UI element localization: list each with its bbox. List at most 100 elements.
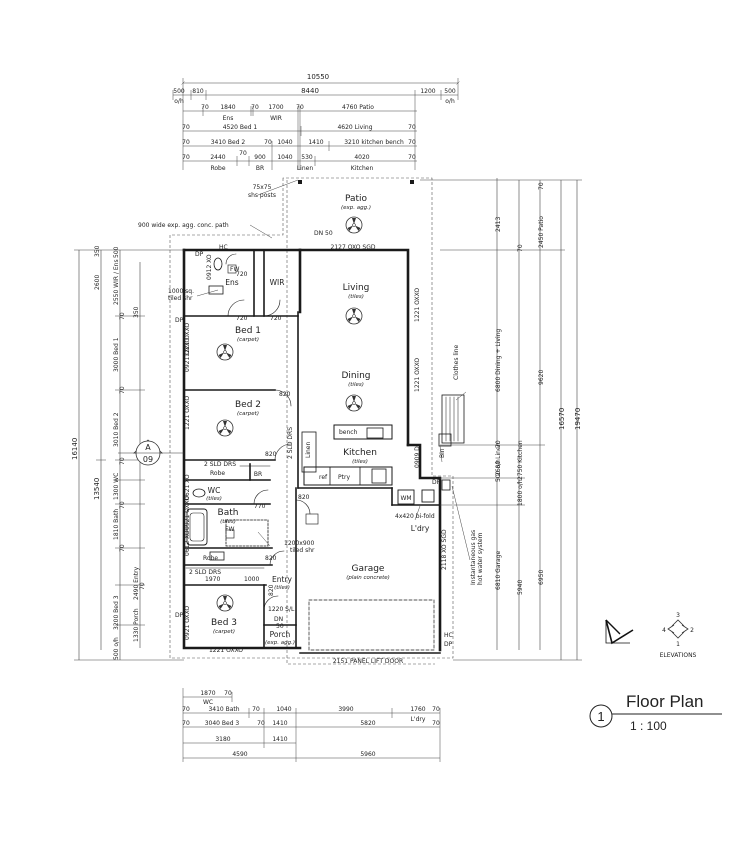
note-path: 900 wide exp. agg. conc. path <box>138 222 229 229</box>
dim: Ens <box>223 115 234 122</box>
room-porch: Porch <box>270 630 291 639</box>
dim: 1040 <box>276 706 291 713</box>
window-tag: 0612 XO <box>184 530 191 556</box>
dim: 70 <box>296 104 304 111</box>
room-sub: (exp. agg.) <box>265 640 295 646</box>
dim: 70 <box>139 582 146 590</box>
dim: 3410 Bath <box>208 706 239 713</box>
fridge-label: ref <box>319 474 328 481</box>
window-tag: 0921 OXXO <box>184 606 191 640</box>
elevations-label: ELEVATIONS <box>660 652 697 659</box>
dim: 8440 <box>301 87 319 95</box>
dim: 70 <box>182 124 190 131</box>
dim: 70 <box>224 690 232 697</box>
dim: 1410 <box>272 720 287 727</box>
dim: 5820 <box>360 720 375 727</box>
dim: 810 <box>192 88 204 95</box>
dim: 350 <box>133 306 140 318</box>
window-tag: 0921 OXXO <box>184 338 191 372</box>
room-dining: Dining <box>341 371 370 381</box>
window-tags: 1221 OXXO 1221 OXXO 0909 D 1221 OXXO 122… <box>184 254 448 654</box>
dim: 70 <box>252 706 260 713</box>
bottom-dimension-text: 1870 70 WC 70 3410 Bath 70 1040 3990 176… <box>182 690 440 758</box>
dim: 2680 Linen <box>495 442 502 476</box>
room-patio: Patio <box>345 194 368 204</box>
ceiling-fan-icon <box>345 307 363 325</box>
dim: Robe <box>210 165 225 172</box>
room-sub: (tiles) <box>352 459 368 465</box>
dim: 2413 <box>495 217 502 232</box>
dim: 70 <box>257 720 265 727</box>
dim: 3010 Bed 2 <box>113 412 120 447</box>
dim: 1300 WC <box>113 473 120 500</box>
dim: 70 <box>408 139 416 146</box>
dim: 1410 <box>308 139 323 146</box>
dim: 2550 WIR / Ens <box>113 259 120 305</box>
washing-machine-label: WM <box>400 495 411 502</box>
dim: 2450 Patio <box>538 216 545 248</box>
dim: o/h <box>445 98 455 105</box>
dim: 6810 Garage <box>495 551 502 590</box>
top-dimensions <box>172 78 458 170</box>
room-sub: (tiles) <box>206 496 222 502</box>
window-tag: 0909 D <box>414 446 421 468</box>
dim: 2750 Kitchen <box>517 440 524 480</box>
door-size: 820 <box>268 584 275 596</box>
callouts <box>196 179 471 561</box>
dim: Linen <box>297 165 314 172</box>
dim: 70 <box>251 104 259 111</box>
ceiling-fan-icon <box>345 216 363 234</box>
dim: 1700 <box>268 104 283 111</box>
room-sub: (tiles) <box>348 382 364 388</box>
window-tag: 2118 XO SGD <box>441 529 448 570</box>
window-tag: 1220 S/L <box>268 606 295 613</box>
dim: 3200 Bed 3 <box>113 595 120 630</box>
drawing-number: 1 <box>597 709 604 724</box>
dim: 70 <box>264 139 272 146</box>
right-dimension-text: 19470 16570 2450 Patio 6800 Dining + Liv… <box>495 182 582 595</box>
drawing-title: Floor Plan <box>626 692 703 711</box>
door-size: 720 <box>236 315 248 322</box>
window-tag: 1221 OXXO <box>414 288 421 322</box>
dim: 70 <box>432 720 440 727</box>
bench-label: bench <box>339 429 358 436</box>
room-sub: (tiles) <box>348 294 364 300</box>
left-dimension-text: 16140 13540 2600 2550 WIR / Ens 3000 Bed… <box>71 245 146 660</box>
dim: 5960 <box>360 751 375 758</box>
dim: 500 <box>173 88 185 95</box>
dim: 70 <box>119 544 126 552</box>
ceiling-fan-icon <box>216 594 234 612</box>
dim: 1410 <box>272 736 287 743</box>
window-tag: 0621 XO <box>184 474 191 500</box>
dim: 1330 Porch <box>133 608 140 642</box>
dim: 70 <box>239 150 247 157</box>
ceiling-fan-icon <box>216 343 234 361</box>
section-marker: A 09 <box>118 439 184 466</box>
right-dimensions <box>420 178 582 661</box>
note-bifold: 4x420 bi-fold <box>395 513 435 520</box>
dim: BR <box>256 165 264 172</box>
window-tag: 1221 OXXO <box>184 396 191 430</box>
note-dp: DP <box>175 317 184 324</box>
dim: 3210 kitchen bench <box>344 139 404 146</box>
note-sgd: 2127 OXO SGD <box>331 244 376 251</box>
bottom-dimensions <box>182 688 441 762</box>
window-tag: 0921 OXXO <box>184 496 191 530</box>
note-dn50: DN 50 <box>314 230 333 237</box>
sliding-doors-label: 2 SLD DRS <box>189 569 221 576</box>
dim: 900 <box>254 154 266 161</box>
dim: 70 <box>119 312 126 320</box>
linen-label: Linen <box>305 441 312 458</box>
dim: 1810 Bath <box>113 509 120 540</box>
elevation-num: 4 <box>662 627 666 634</box>
dim: WIR <box>270 115 282 122</box>
eave-lines <box>169 177 454 665</box>
dim: 4620 Living <box>337 124 372 131</box>
room-robe-2: Robe <box>203 555 218 562</box>
room-robe: Robe <box>210 470 225 477</box>
door-size: 820 <box>265 555 277 562</box>
dim: 70 <box>201 104 209 111</box>
dim: 3180 <box>215 736 230 743</box>
